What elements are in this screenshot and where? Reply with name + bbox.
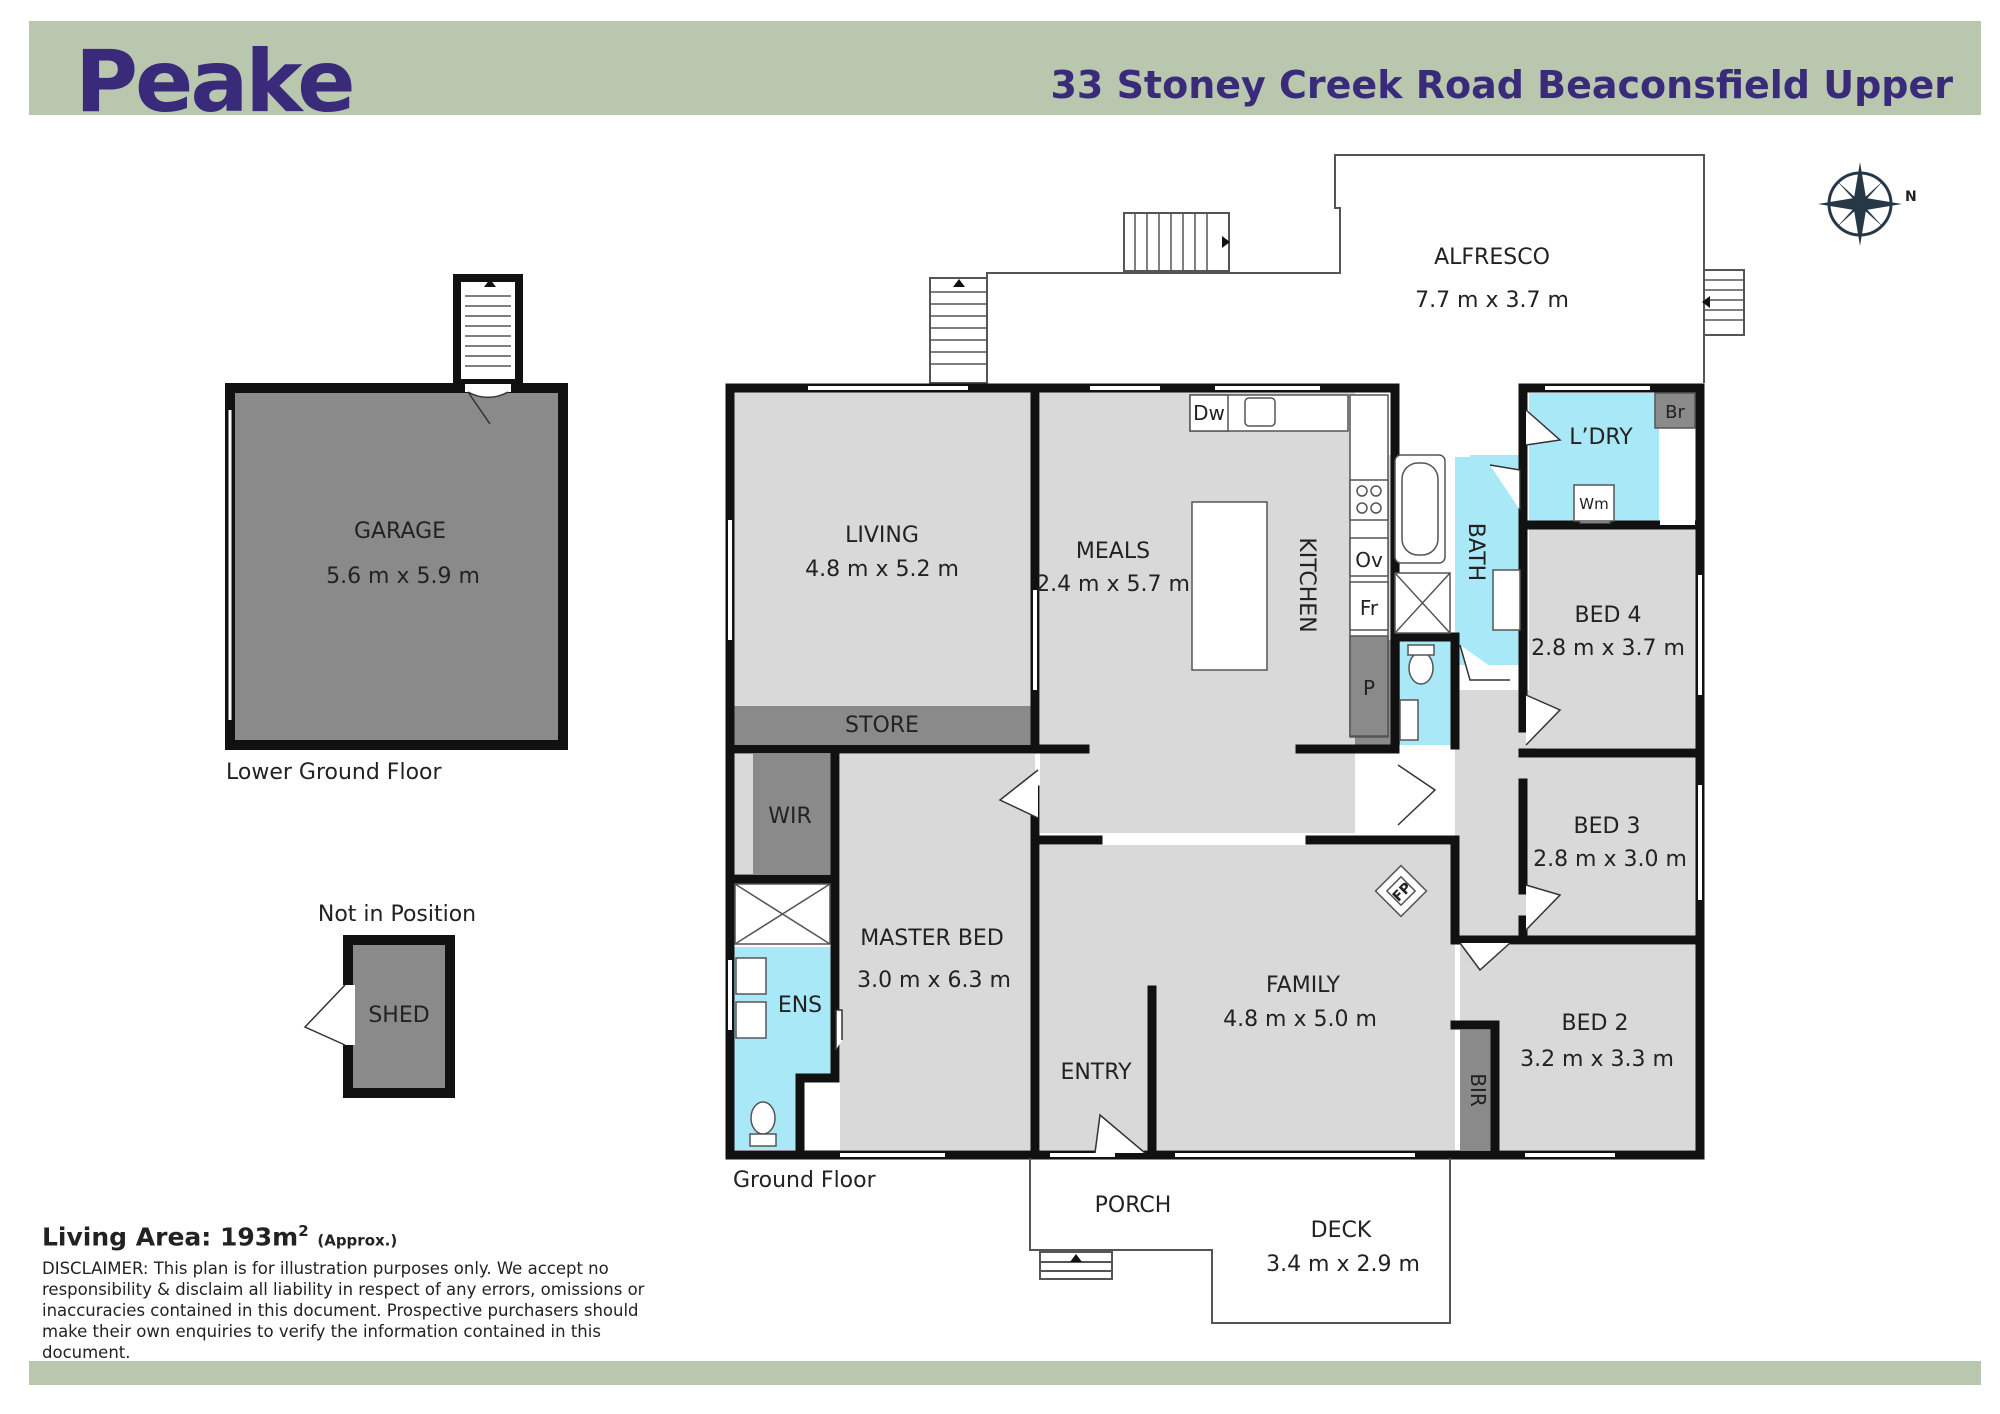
laundry-name: L’DRY (1569, 425, 1633, 450)
bed4-name: BED 4 (1575, 603, 1642, 628)
family-size: 4.8 m x 5.0 m (1223, 1007, 1377, 1032)
meals-size: 2.4 m x 5.7 m (1036, 572, 1190, 597)
meals-name: MEALS (1076, 539, 1150, 564)
garage-size: 5.6 m x 5.9 m (326, 564, 480, 589)
footer-band (29, 1361, 1981, 1385)
broom-label: Br (1665, 402, 1685, 423)
garage (225, 274, 568, 750)
fireplace-icon (1374, 864, 1428, 918)
laundry-fixtures (1573, 392, 1696, 525)
bed2-name: BED 2 (1562, 1011, 1629, 1036)
shed-name: SHED (368, 1003, 429, 1028)
family-name: FAMILY (1266, 973, 1340, 998)
bed3-size: 2.8 m x 3.0 m (1533, 847, 1687, 872)
living-area: Living Area: 193m2 (Approx.) (42, 1222, 397, 1251)
living-area-label: Living Area: 193m (42, 1222, 299, 1252)
lower-floor-label: Lower Ground Floor (226, 760, 442, 785)
living-area-sup: 2 (298, 1222, 309, 1240)
kitchen-name: KITCHEN (1294, 537, 1319, 632)
living-name: LIVING (845, 523, 919, 548)
disclaimer-line: inaccuracies contained in this document.… (42, 1301, 639, 1320)
wir-name: WIR (768, 804, 812, 829)
ens-name: ENS (778, 993, 822, 1018)
oven-label: Ov (1355, 548, 1383, 572)
bir-name: BIR (1466, 1073, 1490, 1107)
alfresco-name: ALFRESCO (1434, 245, 1550, 270)
living-area-note: (Approx.) (317, 1231, 398, 1250)
disclaimer-line: DISCLAIMER: This plan is for illustratio… (42, 1259, 609, 1278)
property-address: 33 Stoney Creek Road Beaconsfield Upper (1050, 63, 1953, 107)
door-swings (835, 409, 1562, 1154)
bed2-size: 3.2 m x 3.3 m (1520, 1047, 1674, 1072)
pantry-label: P (1363, 676, 1375, 700)
bed4-size: 2.8 m x 3.7 m (1531, 636, 1685, 661)
dishwasher-label: Dw (1193, 401, 1225, 425)
ground-floor-label: Ground Floor (733, 1168, 877, 1193)
bed3-name: BED 3 (1574, 814, 1641, 839)
washing-machine-label: Wm (1579, 495, 1608, 513)
compass-icon (1818, 162, 1902, 246)
disclaimer-line: responsibility & disclaim all liability … (42, 1280, 645, 1299)
master-size: 3.0 m x 6.3 m (857, 968, 1011, 993)
master-name: MASTER BED (860, 926, 1004, 951)
living-size: 4.8 m x 5.2 m (805, 557, 959, 582)
garage-name: GARAGE (354, 519, 446, 544)
disclaimer-line: make their own enquiries to verify the i… (42, 1322, 601, 1362)
brand-logo: Peake (75, 32, 356, 132)
fridge-label: Fr (1360, 596, 1379, 620)
bath-name: BATH (1463, 523, 1488, 581)
shed-note: Not in Position (318, 902, 476, 927)
alfresco (929, 154, 1745, 384)
alfresco-size: 7.7 m x 3.7 m (1415, 288, 1569, 313)
compass-north: N (1905, 189, 1917, 205)
porch-deck (1029, 1158, 1451, 1324)
porch-name: PORCH (1095, 1193, 1172, 1218)
header-band: Peake 33 Stoney Creek Road Beaconsfield … (29, 21, 1981, 125)
deck-name: DECK (1311, 1218, 1372, 1243)
entry-name: ENTRY (1060, 1060, 1132, 1085)
disclaimer: DISCLAIMER: This plan is for illustratio… (42, 1258, 667, 1363)
kitchen-fixtures (1189, 394, 1389, 738)
shed (303, 935, 455, 1098)
deck-size: 3.4 m x 2.9 m (1266, 1252, 1420, 1277)
store-name: STORE (845, 713, 919, 738)
